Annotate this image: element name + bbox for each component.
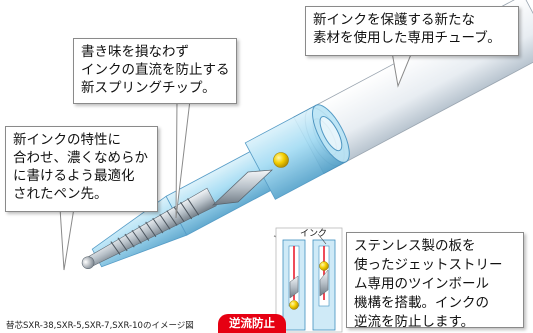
- tip-callout-line-3: に書けるよう最適化: [13, 168, 135, 184]
- spring-callout-line-3: 新スプリングチップ。: [81, 80, 216, 96]
- tip-callout-tail: [59, 207, 75, 271]
- tube-callout-line-2: 素材を使用した専用チューブ。: [313, 30, 501, 46]
- tip-callout: 新インクの特性に 合わせ、濃くなめらか に書けるよう最適化 されたペン先。: [5, 126, 158, 212]
- spring-tip: [81, 187, 217, 269]
- tip-callout-line-4: されたペン先。: [13, 186, 108, 202]
- tube-callout: 新インクを保護する新たな 素材を使用した専用チューブ。: [305, 6, 519, 56]
- plate-callout-line-1: ステンレス製の板を: [354, 238, 476, 254]
- backflow-prevention-badge: 逆流防止: [218, 314, 286, 333]
- twin-ball-inset: [275, 227, 343, 333]
- tube-callout-line-1: 新インクを保護する新たな: [313, 12, 475, 28]
- ink-label: インク: [300, 229, 328, 239]
- plate-callout-line-5: 逆流を防止します。: [354, 314, 475, 330]
- spring-callout-line-1: 書き味を損なわず: [81, 44, 189, 60]
- plate-callout-line-4: 機構を搭載。インクの: [354, 295, 489, 311]
- plate-callout-line-2: 使ったジェットストリー: [354, 257, 503, 273]
- image-caption: 替芯SXR-38,SXR-5,SXR-7,SXR-10のイメージ図: [6, 321, 194, 331]
- yellow-ball: [273, 152, 289, 168]
- stainless-plate: [211, 169, 273, 206]
- plate-callout: ステンレス製の板を 使ったジェットストリー ム専用のツインボール 機構を搭載。イ…: [346, 232, 524, 330]
- plate-callout-line-3: ム専用のツインボール: [354, 276, 489, 292]
- tip-callout-line-2: 合わせ、濃くなめらか: [13, 150, 148, 166]
- spring-callout: 書き味を損なわず インクの直流を防止する 新スプリングチップ。: [73, 38, 237, 104]
- spring-callout-line-2: インクの直流を防止する: [81, 62, 230, 78]
- tip-callout-line-1: 新インクの特性に: [13, 132, 121, 148]
